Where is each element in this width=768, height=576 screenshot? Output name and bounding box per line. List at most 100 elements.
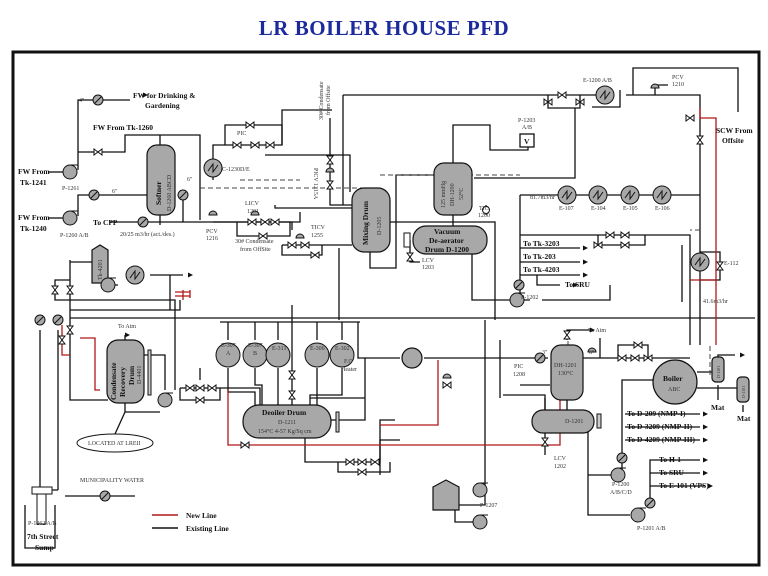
valve-icon[interactable] — [593, 241, 603, 249]
valve-icon[interactable] — [66, 285, 74, 295]
e1200-exchanger-icon[interactable] — [595, 85, 615, 105]
valve-icon[interactable] — [557, 91, 567, 99]
valve-icon[interactable] — [326, 180, 334, 190]
pressure-gauge-icon — [616, 452, 628, 464]
valve-icon[interactable] — [66, 325, 74, 335]
valve-icon[interactable] — [617, 354, 627, 362]
e112-exchanger-icon[interactable] — [690, 252, 710, 272]
valve-icon[interactable] — [288, 370, 296, 380]
e107-exchanger-icon[interactable] — [557, 185, 577, 205]
valve-icon[interactable] — [685, 114, 695, 122]
label: P-1260 A/B — [60, 233, 89, 239]
label: FW for Drinking & — [133, 91, 195, 100]
d1101-vessel-b[interactable] — [736, 376, 750, 403]
control-valve-actuator-icon — [325, 167, 335, 173]
valve-icon[interactable] — [716, 261, 724, 271]
valve-icon[interactable] — [195, 396, 205, 404]
label: 7th Street — [27, 532, 59, 541]
sump-pump — [31, 486, 53, 525]
valve-icon[interactable] — [207, 384, 217, 392]
valve-icon[interactable] — [357, 458, 367, 466]
dh1200-vessel[interactable] — [433, 162, 473, 216]
tank-p1207[interactable] — [432, 479, 460, 511]
boiler[interactable] — [652, 359, 698, 405]
deoiler-drum-vessel[interactable] — [242, 404, 340, 439]
p1203-vacuum-pump[interactable] — [519, 133, 535, 148]
valve-icon[interactable] — [620, 231, 630, 239]
valve-icon[interactable] — [630, 354, 640, 362]
valve-icon[interactable] — [563, 330, 571, 340]
valve-icon[interactable] — [240, 441, 250, 449]
valve-icon[interactable] — [287, 241, 297, 249]
valve-icon[interactable] — [620, 241, 630, 249]
valve-icon[interactable] — [300, 241, 310, 249]
valve-icon[interactable] — [245, 121, 255, 129]
valve-icon[interactable] — [605, 231, 615, 239]
valve-icon[interactable] — [541, 437, 549, 447]
pump-icon[interactable] — [509, 292, 525, 308]
valve-icon[interactable] — [357, 468, 367, 476]
e104-exchanger-icon[interactable] — [588, 185, 608, 205]
valve-icon[interactable] — [345, 458, 355, 466]
c1230-exchanger-icon[interactable] — [203, 158, 223, 178]
e307a-heater[interactable] — [215, 342, 241, 368]
valve-icon[interactable] — [543, 98, 553, 106]
label: P-1200 — [612, 482, 629, 488]
label: To H-1 — [659, 455, 681, 464]
valve-icon[interactable] — [247, 218, 257, 226]
label: 30# Condensate — [235, 239, 274, 245]
pump-icon[interactable] — [100, 277, 116, 293]
valve-icon[interactable] — [260, 218, 270, 226]
mixing-drum-vessel[interactable] — [351, 187, 391, 253]
pump-icon[interactable] — [62, 164, 78, 180]
pump-icon[interactable] — [62, 210, 78, 226]
valve-icon[interactable] — [270, 218, 280, 226]
label: D-1101 — [716, 366, 721, 378]
pump-icon[interactable] — [472, 514, 488, 530]
pressure-gauge-icon — [92, 94, 104, 106]
vacuum-deaerator-vessel[interactable] — [403, 225, 488, 255]
pump-icon[interactable] — [630, 507, 646, 523]
arrow-head-icon — [188, 272, 193, 278]
valve-icon[interactable] — [51, 285, 59, 295]
pump-icon[interactable] — [157, 392, 173, 408]
valve-icon[interactable] — [258, 232, 268, 240]
dh1201-vessel[interactable] — [550, 344, 584, 401]
heater-exchanger-icon[interactable] — [125, 265, 145, 285]
e106-exchanger-icon[interactable] — [652, 185, 672, 205]
valve-icon[interactable] — [185, 384, 195, 392]
valve-icon[interactable] — [93, 148, 103, 156]
diagram-frame — [11, 50, 761, 567]
valve-icon[interactable] — [633, 341, 643, 349]
valve-icon[interactable] — [406, 252, 414, 262]
valve-icon[interactable] — [370, 458, 380, 466]
valve-icon[interactable] — [326, 155, 334, 165]
valve-icon[interactable] — [195, 384, 205, 392]
valve-icon[interactable] — [696, 135, 704, 145]
pump-icon[interactable] — [610, 467, 626, 483]
valve-icon[interactable] — [232, 141, 242, 149]
label: To Tk-3203 — [523, 239, 560, 248]
valve-icon[interactable] — [58, 335, 66, 345]
label: Offsite — [722, 136, 744, 145]
softner-vessel[interactable] — [146, 144, 176, 216]
e306-heater[interactable] — [304, 342, 330, 368]
condensate-recovery-drum[interactable] — [106, 339, 152, 404]
valve-icon[interactable] — [643, 354, 653, 362]
pump-icon[interactable] — [472, 482, 488, 498]
e311-heater[interactable] — [265, 342, 291, 368]
e302-heater[interactable] — [329, 342, 355, 368]
tk4201-tank[interactable] — [91, 244, 109, 284]
d1101-vessel-a[interactable] — [711, 356, 725, 383]
valve-icon[interactable] — [575, 98, 585, 106]
valve-icon[interactable] — [250, 141, 260, 149]
valve-icon[interactable] — [288, 390, 296, 400]
valve-icon[interactable] — [265, 141, 275, 149]
label: Mixing Drum — [361, 200, 370, 245]
label: E-306 — [310, 346, 325, 352]
valve-icon[interactable] — [442, 381, 452, 389]
valve-icon[interactable] — [310, 251, 320, 259]
label: Gardening — [145, 101, 180, 110]
e105-exchanger-icon[interactable] — [620, 185, 640, 205]
d1201-vessel[interactable] — [531, 409, 602, 434]
